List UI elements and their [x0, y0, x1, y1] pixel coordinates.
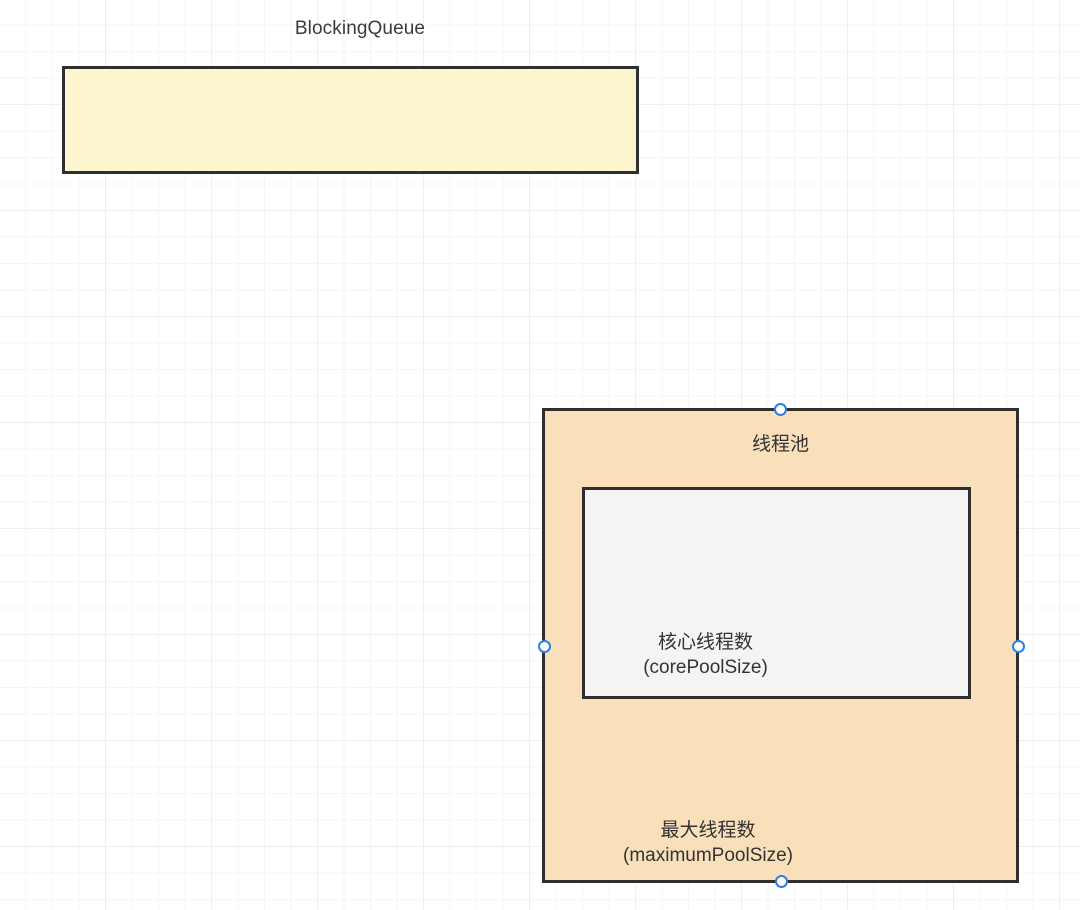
blocking-queue-title: BlockingQueue [294, 18, 426, 39]
resize-handle-right[interactable] [1011, 639, 1025, 653]
resize-handle-top[interactable] [773, 402, 787, 416]
resize-handle-left[interactable] [537, 639, 551, 653]
core-pool-shape[interactable] [582, 487, 971, 699]
blocking-queue-shape[interactable] [62, 66, 639, 174]
resize-handle-bottom[interactable] [774, 874, 788, 888]
